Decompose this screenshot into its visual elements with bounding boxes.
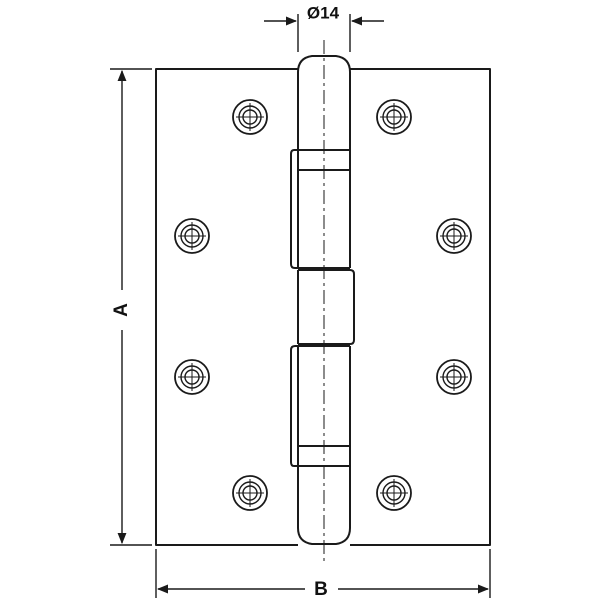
screw-hole	[174, 359, 210, 395]
screw-hole	[174, 218, 210, 254]
screw-holes	[174, 99, 472, 511]
dimension-b	[155, 549, 491, 598]
dimension-pin-diameter	[264, 14, 384, 52]
hinge-barrel	[290, 55, 355, 545]
screw-hole	[436, 218, 472, 254]
screw-hole	[232, 99, 268, 135]
dimension-a	[110, 68, 152, 546]
right-hinge-leaf	[350, 68, 491, 546]
left-hinge-leaf	[155, 68, 298, 546]
screw-hole	[376, 475, 412, 511]
dimension-a-label: A	[111, 303, 132, 317]
dimension-pin-diameter-label: Ø14	[307, 3, 340, 22]
screw-hole	[232, 475, 268, 511]
screw-hole	[376, 99, 412, 135]
screw-hole	[436, 359, 472, 395]
dimension-b-label: B	[314, 579, 328, 600]
